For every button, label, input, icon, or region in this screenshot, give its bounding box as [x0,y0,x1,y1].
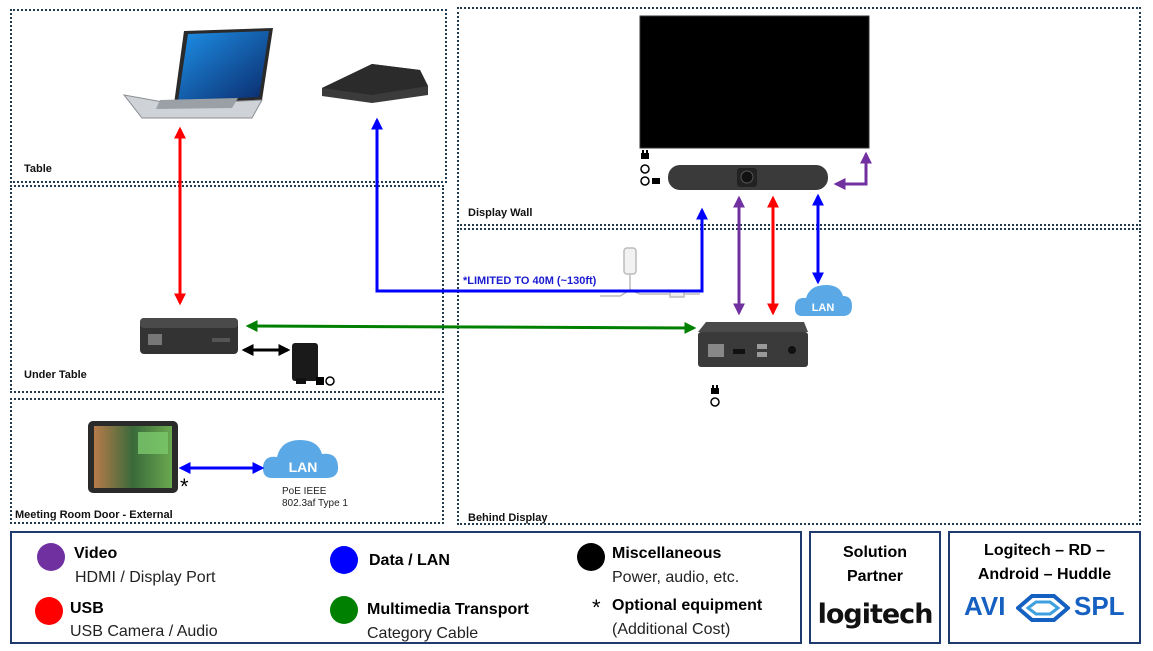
poe-note: PoE IEEE 802.3af Type 1 [282,486,348,510]
zone-meeting-room-door-label: Meeting Room Door - External [15,509,173,521]
scheduler-tablet [88,421,178,493]
share-device [322,64,428,103]
legend-optional-title: Optional equipment [612,597,763,614]
zone-under-table [10,185,444,393]
lan-cloud-display: LAN [794,285,852,316]
poe-note-line2: 802.3af Type 1 [282,498,348,509]
legend-video-swatch [37,543,65,571]
multimedia-arrow-hub-compute [245,320,697,334]
zone-display-wall [457,7,1141,226]
display-screen [639,15,870,149]
avi-spl-chevron-icon [1016,594,1070,622]
solution-partner-box: Solution Partner logitech [809,531,941,644]
legend-video-subtitle: HDMI / Display Port [75,569,216,586]
data-arrow-share-videobar [371,117,708,293]
legend-data-lan-title: Data / LAN [369,552,450,569]
table-hub [140,318,238,354]
kit-line1: Logitech – RD – [984,542,1105,559]
legend-multimedia-swatch [330,596,358,624]
kit-box: Logitech – RD – Android – Huddle AVI SPL [948,531,1141,644]
cable-length-note: *LIMITED TO 40M (~130ft) [463,275,597,287]
logitech-logo: logitech [817,599,934,630]
legend-optional-subtitle: (Additional Cost) [612,621,731,638]
legend-multimedia-subtitle: Category Cable [367,625,479,642]
legend-usb-swatch [35,597,63,625]
lan-label-door: LAN [289,459,318,475]
solution-partner-line2: Partner [846,568,904,585]
optional-marker: * [180,474,189,499]
avi-spl-logo-right: SPL [1074,591,1125,621]
laptop [122,28,273,119]
legend-optional-symbol: * [592,595,601,620]
video-bar [668,165,828,190]
zone-table [10,9,447,183]
video-arrow-videobar-display [833,151,872,190]
legend-misc-swatch [577,543,605,571]
legend-video-title: Video [74,545,118,562]
zone-meeting-room-door [10,398,444,524]
poe-note-line1: PoE IEEE [282,486,327,497]
legend-data-lan-swatch [330,546,358,574]
lan-label-display: LAN [812,302,835,314]
avi-spl-logo: AVI SPL [950,591,1139,625]
legend-usb-subtitle: USB Camera / Audio [70,623,218,640]
lan-cloud-door: LAN [262,440,339,478]
zone-behind-display-label: Behind Display [468,512,548,524]
legend-misc-title: Miscellaneous [612,545,722,562]
zone-behind-display [457,228,1141,525]
zone-table-label: Table [24,163,52,175]
kit-line2: Android – Huddle [977,566,1112,583]
power-icon-compute [710,385,720,407]
legend: Video HDMI / Display Port USB USB Camera… [10,531,802,644]
solution-partner-line1: Solution [843,544,907,561]
power-supply [292,343,335,386]
legend-misc-subtitle: Power, audio, etc. [612,569,740,586]
legend-usb-title: USB [70,600,104,617]
power-icon-videobar [640,150,660,186]
legend-multimedia-title: Multimedia Transport [367,601,529,618]
zone-under-table-label: Under Table [24,369,87,381]
compute-box [698,322,808,367]
connection-diagram: LAN LAN [88,15,872,493]
avi-spl-logo-left: AVI [964,591,1006,621]
